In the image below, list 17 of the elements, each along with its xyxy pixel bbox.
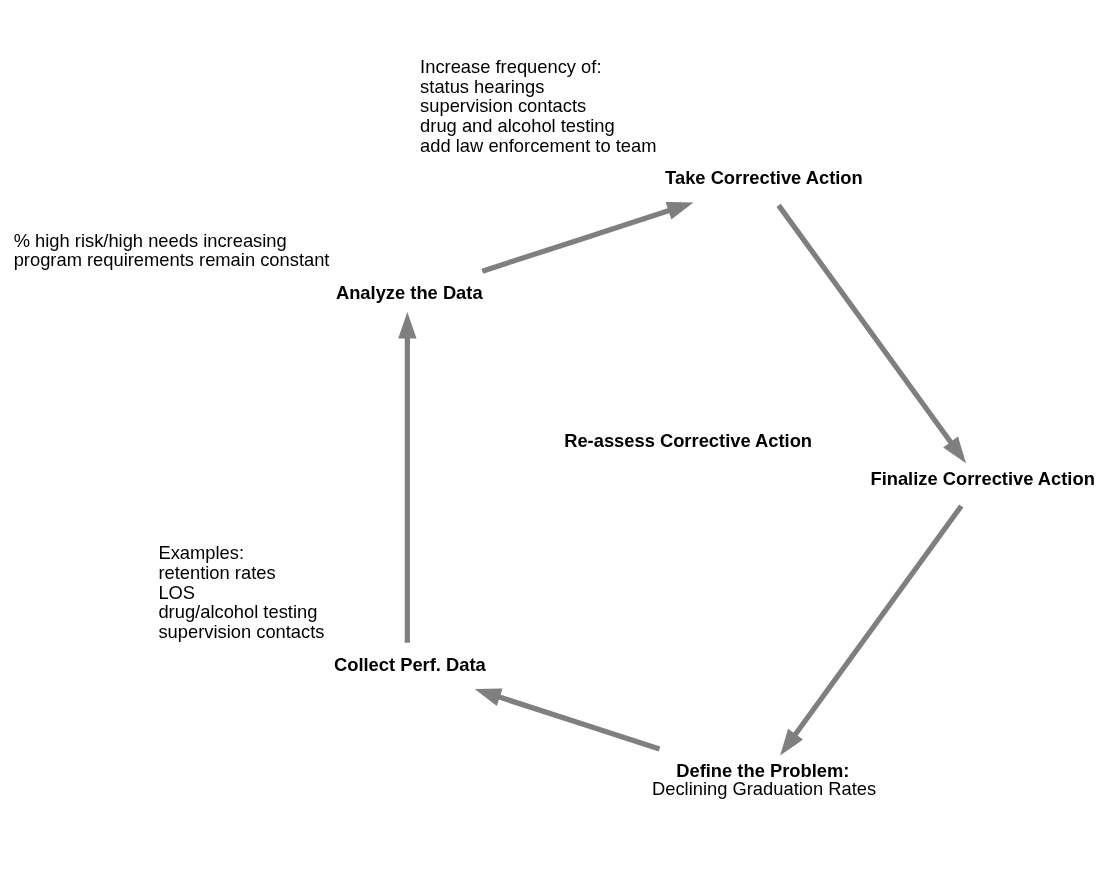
node-label: Examples:	[158, 542, 244, 564]
node-label: drug/alcohol testing	[158, 601, 318, 623]
node-text: Take Corrective Action	[665, 167, 863, 189]
node-text: Re-assess Corrective Action	[564, 429, 813, 451]
node-label: Increase frequency of:	[420, 55, 602, 77]
arrow	[474, 688, 661, 752]
arrow	[481, 202, 694, 274]
node-text: Finalize Corrective Action	[870, 467, 1095, 489]
node-text: Collect Perf. Data	[333, 653, 486, 675]
arrow	[398, 312, 417, 643]
node-label: % high risk/high needs increasing	[13, 229, 287, 251]
arrow	[780, 504, 964, 756]
node-label: retention rates	[158, 562, 276, 583]
node-label: LOS	[158, 581, 196, 603]
node-text: Analyze the Data	[335, 282, 483, 304]
node-text: Define the Problem: Declining Graduation Rates	[652, 760, 877, 800]
arrow	[776, 203, 967, 464]
